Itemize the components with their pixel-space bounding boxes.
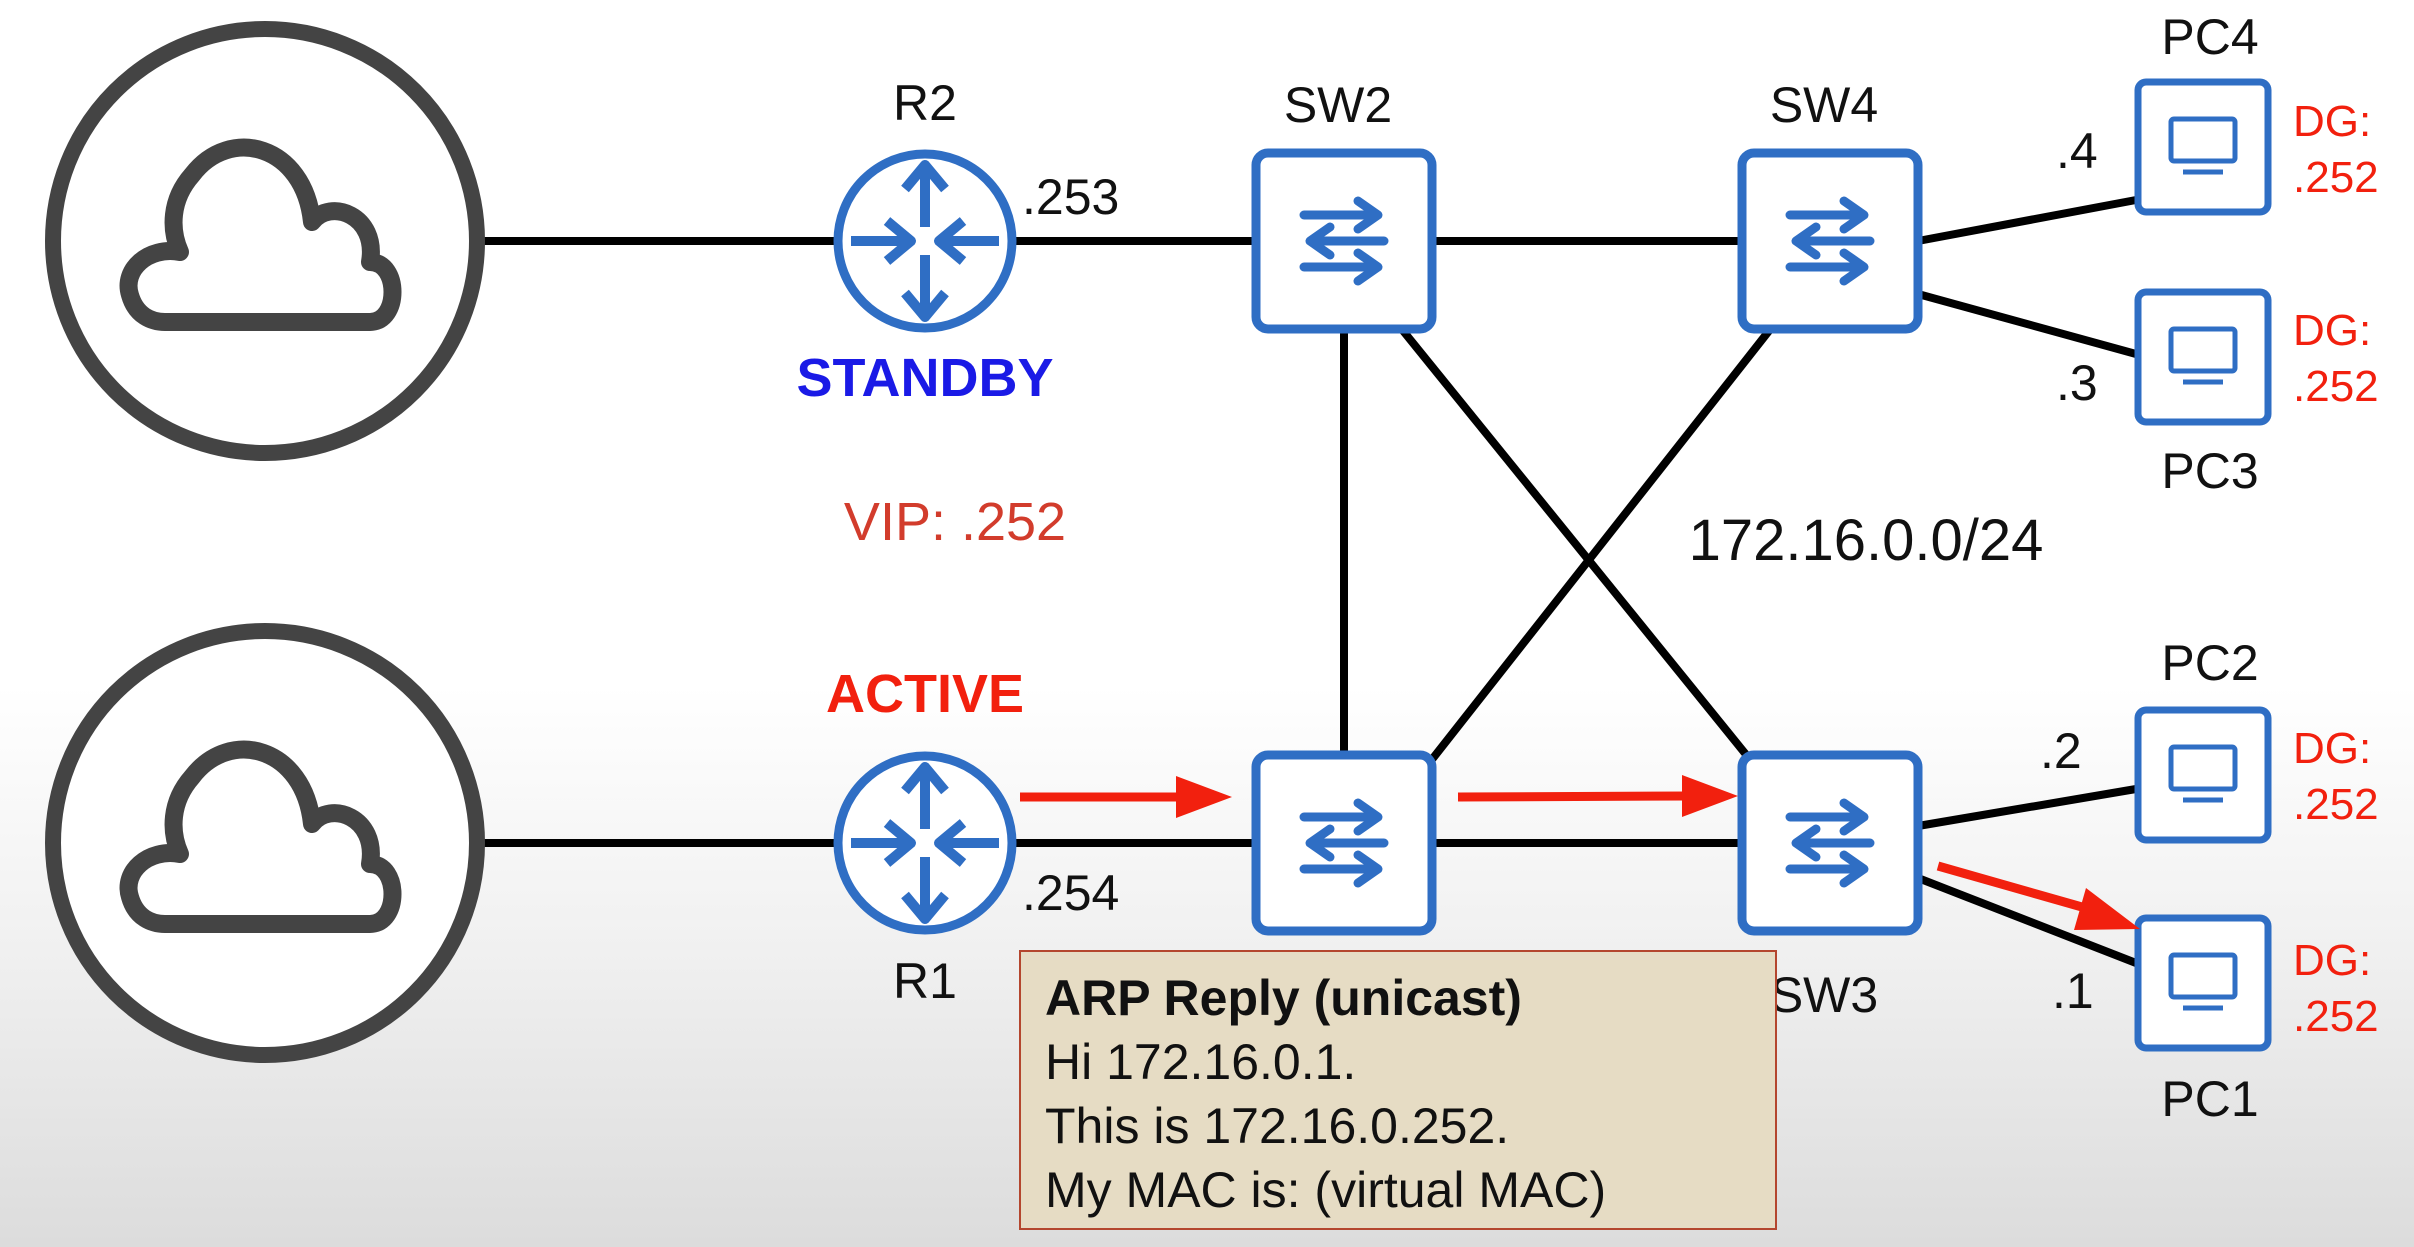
switch-sw4[interactable] xyxy=(1737,148,1923,334)
callout-line-3: My MAC is: (virtual MAC) xyxy=(1045,1162,1607,1218)
pc3-ip: .3 xyxy=(2056,355,2098,411)
router-r2-state: STANDBY xyxy=(796,348,1053,408)
pc2-ip: .2 xyxy=(2040,723,2082,779)
router-r1-ip: .254 xyxy=(1022,865,1119,921)
router-r2[interactable] xyxy=(833,149,1017,333)
arp-reply-callout: ARP Reply (unicast) Hi 172.16.0.1. This … xyxy=(1019,950,1777,1230)
router-icon xyxy=(833,751,1017,935)
pc2-name: PC2 xyxy=(2161,635,2258,691)
pc-icon xyxy=(2134,78,2272,216)
pc2-dg-label: DG: xyxy=(2293,724,2371,773)
switch-sw2-name: SW2 xyxy=(1284,77,1392,133)
cloud-icon xyxy=(45,21,485,461)
arrow-icon xyxy=(1020,776,1232,818)
callout-title: ARP Reply (unicast) xyxy=(1045,970,1522,1026)
arrow-icon xyxy=(1457,775,1738,817)
pc1-dg-label: DG: xyxy=(2293,936,2371,985)
subnet-label: 172.16.0.0/24 xyxy=(1689,508,2044,573)
pc2-dg-value: .252 xyxy=(2293,780,2379,829)
router-r2-name: R2 xyxy=(893,75,957,131)
callout-line-1: Hi 172.16.0.1. xyxy=(1045,1034,1357,1090)
switch-sw1[interactable] xyxy=(1251,750,1437,936)
pc3-dg-value: .252 xyxy=(2293,362,2379,411)
link-sw3-pc1 xyxy=(1916,874,2138,967)
router-r1-state: ACTIVE xyxy=(826,664,1024,724)
pc3-name: PC3 xyxy=(2161,443,2258,499)
vip-label: VIP: .252 xyxy=(844,492,1066,552)
switch-sw3-name: SW3 xyxy=(1770,967,1878,1023)
pc-pc3[interactable] xyxy=(2134,288,2272,426)
switch-sw2[interactable] xyxy=(1251,148,1437,334)
switch-sw4-name: SW4 xyxy=(1770,77,1878,133)
pc-icon xyxy=(2134,706,2272,844)
cloud-icon xyxy=(45,623,485,1063)
pc4-name: PC4 xyxy=(2161,9,2258,65)
pc-pc2[interactable] xyxy=(2134,706,2272,844)
link-sw2-sw3 xyxy=(1396,324,1752,760)
links xyxy=(480,196,2138,967)
pc4-dg-label: DG: xyxy=(2293,97,2371,146)
link-sw4-pc4 xyxy=(1917,196,2137,245)
cloud-top xyxy=(45,21,485,461)
pc-icon xyxy=(2134,288,2272,426)
callout-line-2: This is 172.16.0.252. xyxy=(1045,1098,1510,1154)
link-sw3-pc2 xyxy=(1917,785,2137,830)
pc3-dg-label: DG: xyxy=(2293,306,2371,355)
router-icon xyxy=(833,149,1017,333)
arrow-icon xyxy=(1936,861,2140,930)
router-r2-ip: .253 xyxy=(1022,169,1119,225)
switch-sw3[interactable] xyxy=(1737,750,1923,936)
pc1-dg-value: .252 xyxy=(2293,992,2379,1041)
arp-reply-path xyxy=(1020,775,2140,930)
pc1-ip: .1 xyxy=(2052,963,2094,1019)
pc-pc4[interactable] xyxy=(2134,78,2272,216)
pc1-name: PC1 xyxy=(2161,1071,2258,1127)
pc4-ip: .4 xyxy=(2056,123,2098,179)
router-r1[interactable] xyxy=(833,751,1017,935)
link-sw4-pc3 xyxy=(1916,290,2138,358)
cloud-bottom xyxy=(45,623,485,1063)
pc-pc1[interactable] xyxy=(2134,914,2272,1052)
pc-icon xyxy=(2134,914,2272,1052)
link-sw4-sw1 xyxy=(1426,324,1776,765)
router-r1-name: R1 xyxy=(893,953,957,1009)
pc4-dg-value: .252 xyxy=(2293,153,2379,202)
